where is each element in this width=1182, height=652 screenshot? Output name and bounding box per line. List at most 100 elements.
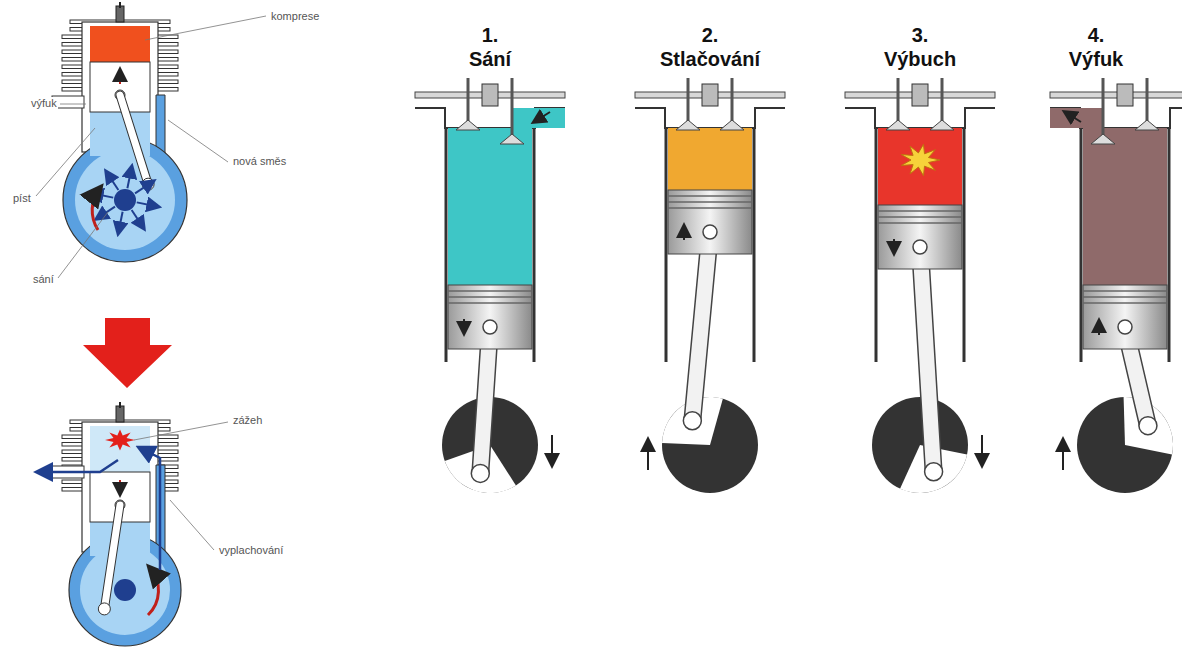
four-stroke-engine [845, 78, 995, 493]
engine-part [132, 210, 144, 228]
engine-part [463, 319, 465, 333]
engine-part [1050, 92, 1182, 98]
engine-part [920, 247, 934, 472]
engine-part [963, 128, 966, 362]
engine-part [692, 232, 710, 421]
engine-part [731, 78, 734, 124]
piston [448, 285, 532, 349]
engine-part [668, 128, 752, 190]
engine-part [1080, 128, 1083, 362]
four-stroke-engine [415, 78, 565, 493]
engine-part [668, 201, 752, 203]
piston [668, 190, 752, 254]
engine-part [114, 579, 136, 601]
part-label: píst [12, 192, 32, 205]
engine-part [878, 210, 962, 212]
engine-part [98, 603, 110, 615]
engine-part [534, 112, 550, 122]
engine-part [886, 120, 910, 130]
engine-part [1139, 417, 1157, 435]
engine-part [703, 225, 717, 239]
engine-part [753, 128, 756, 362]
engine-part [981, 435, 983, 465]
part-label: nová směs [232, 155, 287, 168]
engine-part [941, 78, 944, 124]
engine-part [114, 189, 136, 211]
engine-part [127, 167, 131, 189]
engine-part [683, 412, 701, 430]
engine-part [119, 402, 121, 408]
engine-part [483, 320, 497, 334]
engine-part [1083, 128, 1167, 285]
engine-part [80, 545, 170, 635]
engine-part [897, 78, 900, 124]
engine-part [875, 128, 878, 362]
engine-part [1050, 108, 1182, 128]
engine-part [448, 302, 532, 304]
piston [878, 205, 962, 269]
engine-part [878, 216, 962, 218]
engine-part [120, 95, 148, 184]
engine-part [1102, 78, 1105, 138]
engine-part [878, 128, 962, 205]
engine-part [137, 202, 159, 206]
stroke-heading: Výbuch [840, 48, 1000, 71]
engine-part [1083, 296, 1167, 298]
engine-part [116, 406, 124, 422]
engine-part [692, 232, 710, 421]
engine-part [106, 172, 118, 190]
engine-part [878, 222, 962, 224]
four-stroke-engine [635, 78, 785, 493]
engine-part [551, 435, 553, 465]
engine-part [445, 128, 448, 362]
engine-part [1083, 290, 1167, 292]
stroke-heading: 2. [630, 24, 790, 47]
engine-part [448, 290, 532, 292]
stroke-heading: Sání [410, 48, 570, 71]
engine-part [913, 240, 927, 254]
engine-part [1077, 397, 1173, 493]
engine-part [1062, 440, 1064, 470]
engine-part [687, 78, 690, 124]
engine-part [135, 181, 153, 193]
part-label: zážeh [232, 414, 263, 427]
engine-part [63, 138, 187, 262]
engine-part [448, 128, 532, 285]
engine-part [140, 448, 160, 570]
engine-part [75, 150, 175, 250]
engine-part [668, 207, 752, 209]
engine-part [148, 568, 158, 615]
engine-part [120, 95, 148, 184]
four-stroke-engine [1050, 78, 1182, 493]
engine-part [1117, 84, 1133, 106]
engine-part [1135, 120, 1159, 130]
engine-part [467, 78, 470, 124]
engine-part [119, 2, 121, 8]
engine-part [456, 120, 480, 130]
engine-part [665, 128, 668, 362]
engine-part [720, 120, 744, 130]
engine-part [116, 6, 124, 22]
engine-part [1098, 321, 1100, 335]
engine-part [930, 120, 954, 130]
engine-part [1065, 112, 1081, 122]
engine-part [872, 397, 968, 493]
two-stroke-engine [52, 2, 187, 262]
engine-part [471, 464, 489, 482]
engine-part [511, 78, 514, 138]
engine-part [1050, 108, 1103, 128]
stroke-heading: Výfuk [1016, 48, 1176, 71]
engine-part [500, 134, 524, 144]
engine-part [38, 460, 118, 472]
engine-part [1118, 320, 1132, 334]
engine-part [1083, 302, 1167, 304]
engine-part [1091, 134, 1115, 144]
stroke-heading: 3. [840, 24, 1000, 47]
part-label: komprese [270, 10, 320, 23]
engine-part [90, 426, 150, 556]
explosion-star [901, 144, 940, 176]
engine-part [683, 226, 685, 240]
engine-part [448, 296, 532, 298]
